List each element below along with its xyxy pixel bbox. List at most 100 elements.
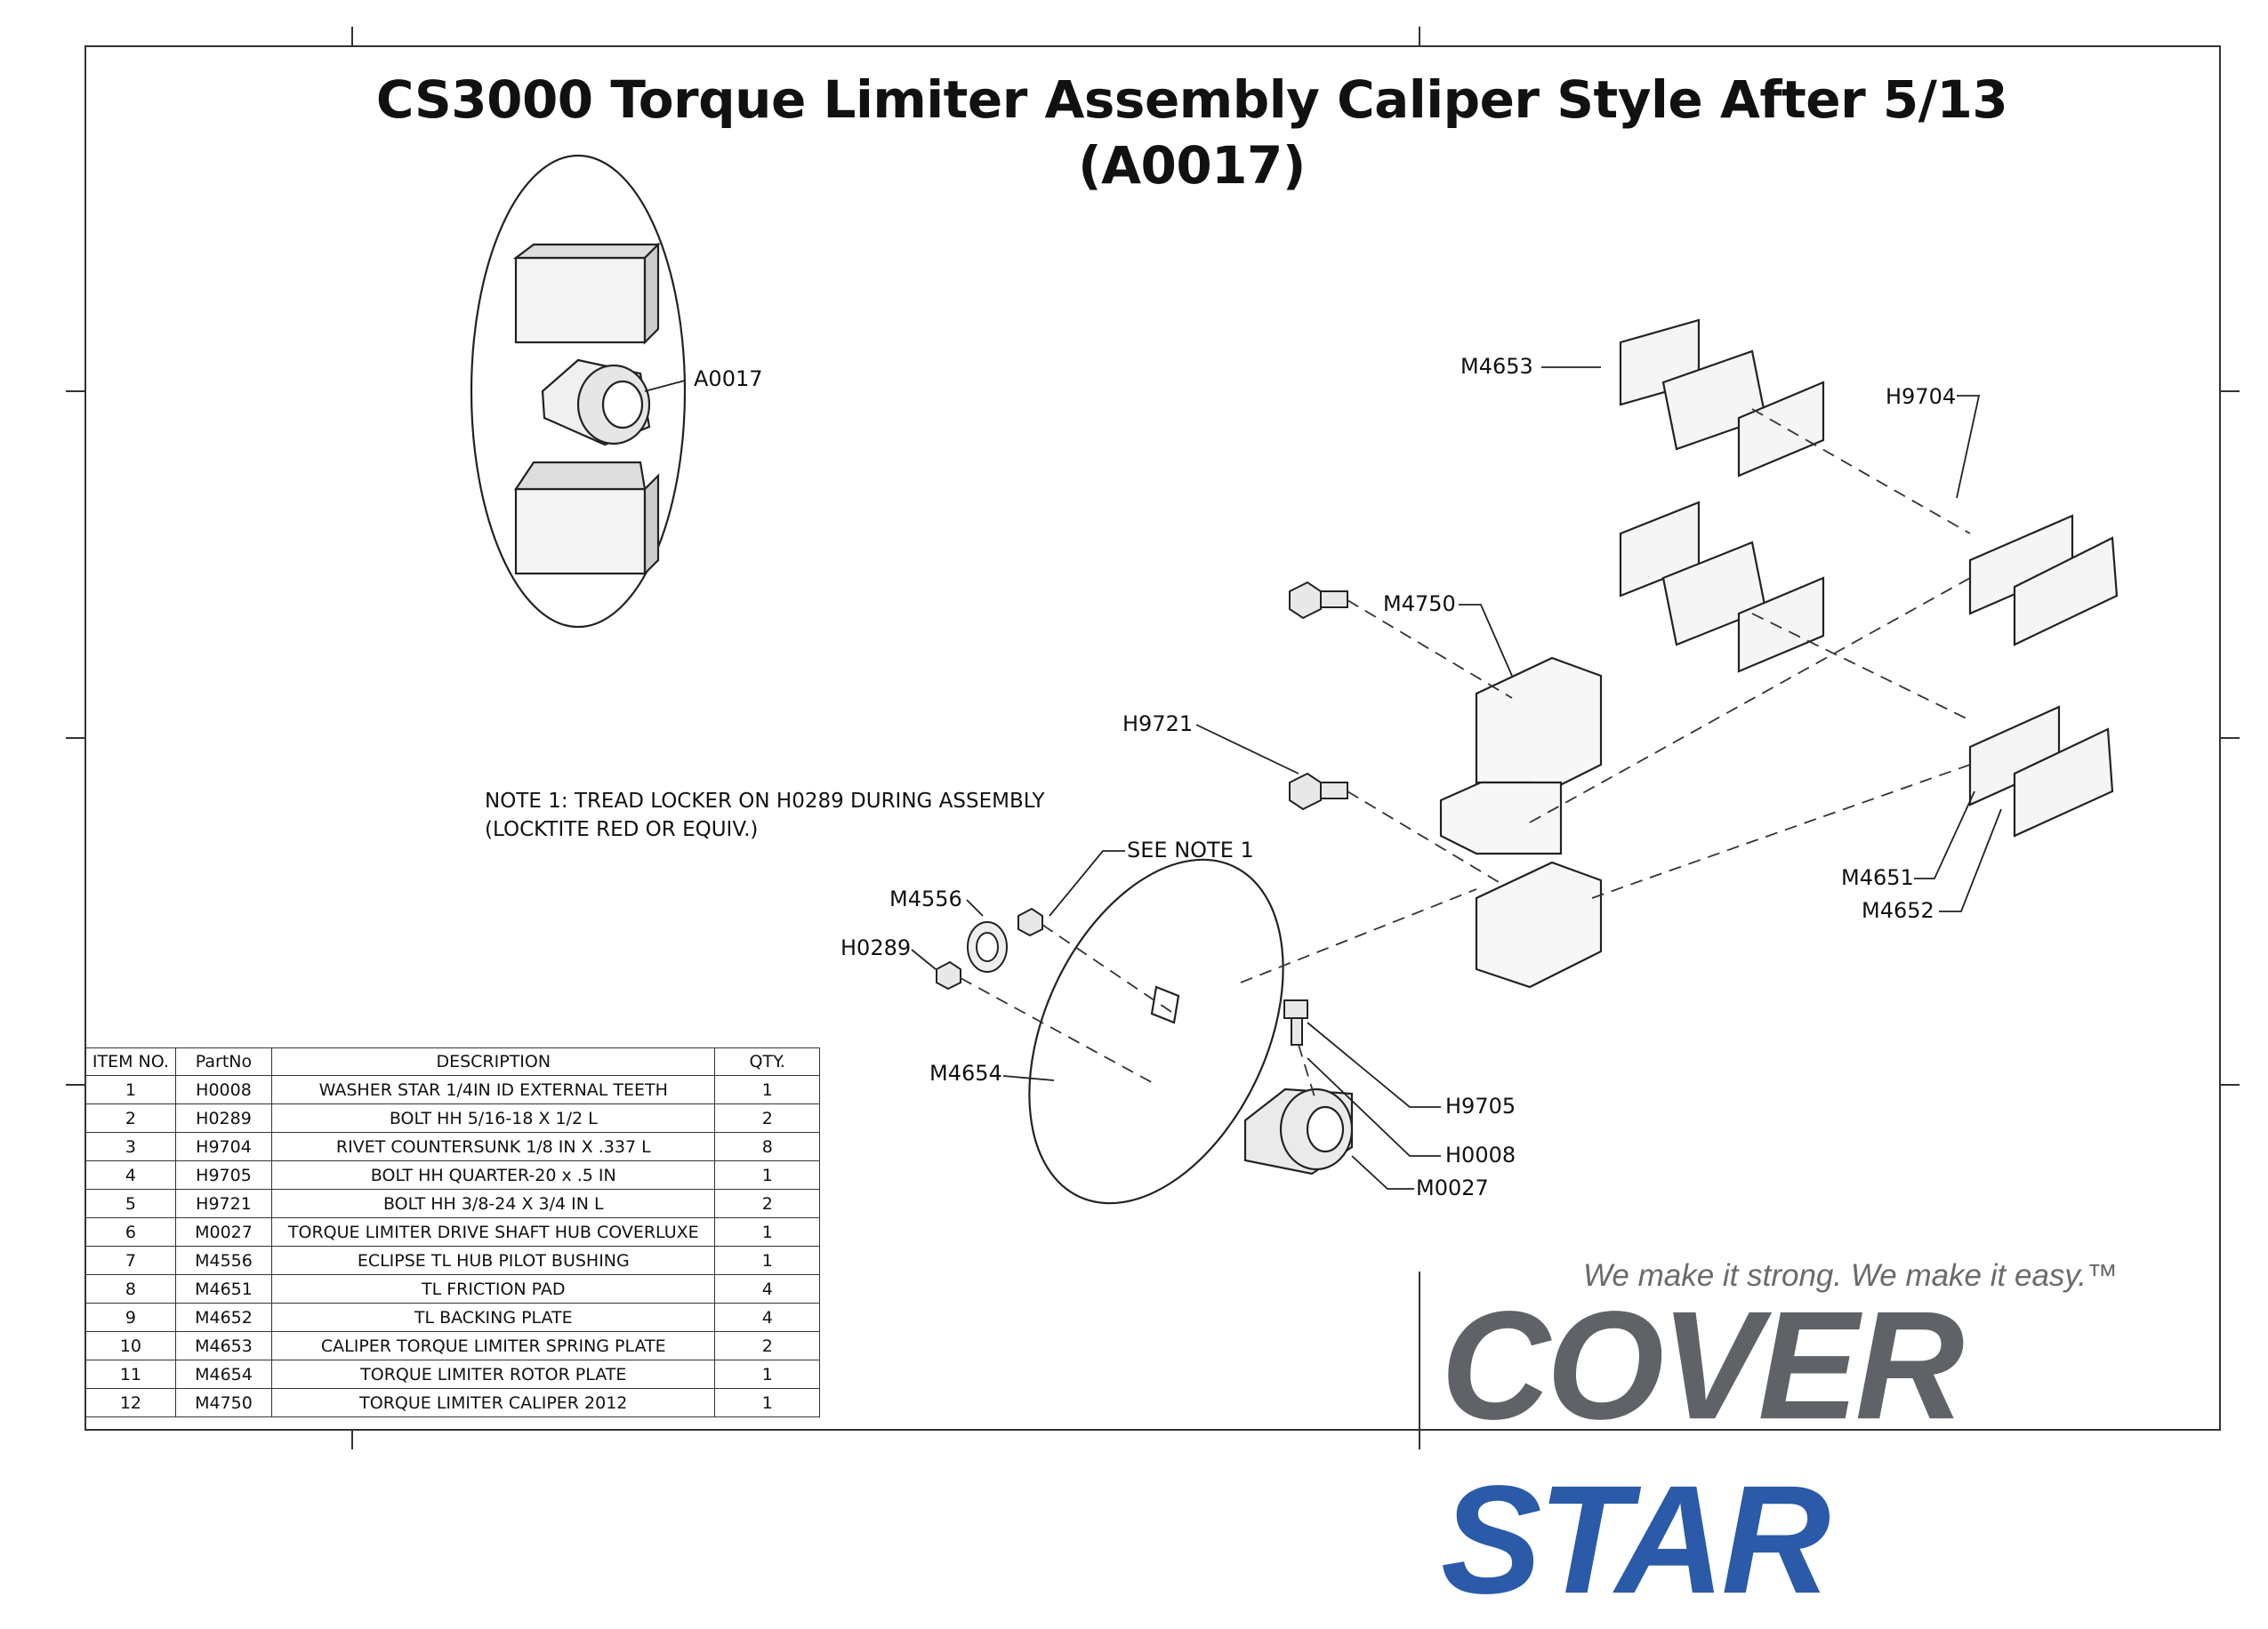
item-no: 3: [85, 1132, 176, 1161]
part-no: H9704: [174, 1132, 273, 1161]
part-no: M4750: [174, 1388, 273, 1417]
callout-h0008: H0008: [1445, 1143, 1516, 1168]
item-no: 1: [85, 1075, 176, 1104]
part-no: M4556: [174, 1246, 273, 1275]
part-no: M4654: [174, 1360, 273, 1389]
part-no: H9705: [174, 1160, 273, 1190]
callout-m4651: M4651: [1841, 865, 1914, 890]
item-no: 5: [85, 1189, 176, 1218]
spring-plate-middle-icon: [1619, 501, 1825, 673]
item-no: 2: [85, 1103, 176, 1133]
qty: 4: [714, 1303, 820, 1332]
description: ECLIPSE TL HUB PILOT BUSHING: [271, 1246, 716, 1275]
header-item-no: ITEM NO.: [85, 1047, 176, 1076]
item-no: 8: [85, 1274, 176, 1304]
header-description: DESCRIPTION: [271, 1047, 716, 1076]
callout-m4653: M4653: [1460, 354, 1533, 379]
description: RIVET COUNTERSUNK 1/8 IN X .337 L: [271, 1132, 716, 1161]
assembly-overview-icon: [470, 154, 687, 629]
page-title: CS3000 Torque Limiter Assembly Caliper S…: [375, 69, 2008, 130]
qty: 2: [714, 1189, 820, 1218]
callout-leaders: [644, 366, 2002, 1190]
logo-word-star: STAR: [1441, 1454, 1830, 1626]
friction-pad-lower-icon: [1968, 705, 2114, 838]
part-no: H0289: [174, 1103, 273, 1133]
callout-m4556: M4556: [889, 887, 962, 911]
drawing-frame: [66, 27, 2240, 1449]
table-header-row: ITEM NO. PartNo DESCRIPTION QTY.: [85, 1047, 820, 1076]
pilot-bushing-icon: [967, 921, 1008, 973]
spring-plate-upper-icon: [1619, 318, 1825, 477]
item-no: 6: [85, 1217, 176, 1247]
qty: 1: [714, 1360, 820, 1389]
part-no: H0008: [174, 1075, 273, 1104]
qty: 1: [714, 1388, 820, 1417]
description: BOLT HH 5/16-18 X 1/2 L: [271, 1103, 716, 1133]
qty: 1: [714, 1160, 820, 1190]
qty: 8: [714, 1132, 820, 1161]
note-line-1: NOTE 1: TREAD LOCKER ON H0289 DURING ASS…: [485, 790, 1045, 813]
friction-pad-upper-icon: [1968, 514, 2119, 646]
callout-a0017: A0017: [694, 366, 763, 391]
item-no: 9: [85, 1303, 176, 1332]
item-no: 12: [85, 1388, 176, 1417]
callout-h0289: H0289: [840, 935, 912, 960]
drawing-canvas: [66, 27, 2240, 1449]
item-no: 10: [85, 1331, 176, 1360]
item-no: 4: [85, 1160, 176, 1190]
bolt-h0289-icon: [936, 907, 1043, 991]
description: WASHER STAR 1/4IN ID EXTERNAL TEETH: [271, 1075, 716, 1104]
description: TL FRICTION PAD: [271, 1274, 716, 1304]
callout-m4654: M4654: [929, 1061, 1002, 1086]
part-no: H9721: [174, 1189, 273, 1218]
assembly-axis-lines: [960, 408, 1971, 1103]
coverstar-logo: COVERSTAR: [1441, 1279, 2268, 1627]
header-qty: QTY.: [714, 1047, 820, 1076]
callout-h9705: H9705: [1445, 1094, 1516, 1119]
qty: 4: [714, 1274, 820, 1304]
qty: 1: [714, 1246, 820, 1275]
logo-word-cover: COVER: [1441, 1280, 1965, 1452]
description: TL BACKING PLATE: [271, 1303, 716, 1332]
header-part-no: PartNo: [174, 1047, 273, 1076]
description: TORQUE LIMITER DRIVE SHAFT HUB COVERLUXE: [271, 1217, 716, 1247]
caliper-body-icon: [1439, 656, 1603, 989]
qty: 2: [714, 1331, 820, 1360]
part-no: M4653: [174, 1331, 273, 1360]
callout-m0027: M0027: [1416, 1176, 1489, 1200]
callout-see-note: SEE NOTE 1: [1127, 838, 1254, 863]
bolt-h9705-icon: [1283, 999, 1308, 1046]
note-line-2: (LOCKTITE RED OR EQUIV.): [485, 818, 759, 841]
callout-h9704: H9704: [1886, 384, 1957, 409]
assembly-note: NOTE 1: TREAD LOCKER ON H0289 DURING ASS…: [485, 787, 1045, 844]
item-no: 11: [85, 1360, 176, 1389]
bolt-h9721-icon: [1289, 581, 1348, 811]
description: TORQUE LIMITER CALIPER 2012: [271, 1388, 716, 1417]
description: BOLT HH 3/8-24 X 3/4 IN L: [271, 1189, 716, 1218]
description: BOLT HH QUARTER-20 x .5 IN: [271, 1160, 716, 1190]
page-subtitle: (A0017): [1078, 135, 1306, 196]
rotor-plate-icon: [1028, 858, 1284, 1205]
part-no: M4651: [174, 1274, 273, 1304]
part-no: M4652: [174, 1303, 273, 1332]
qty: 2: [714, 1103, 820, 1133]
description: CALIPER TORQUE LIMITER SPRING PLATE: [271, 1331, 716, 1360]
callout-h9721: H9721: [1122, 711, 1194, 736]
brand-tagline: We make it strong. We make it easy.™: [1583, 1258, 2119, 1293]
qty: 1: [714, 1075, 820, 1104]
qty: 1: [714, 1217, 820, 1247]
callout-m4750: M4750: [1383, 591, 1456, 616]
